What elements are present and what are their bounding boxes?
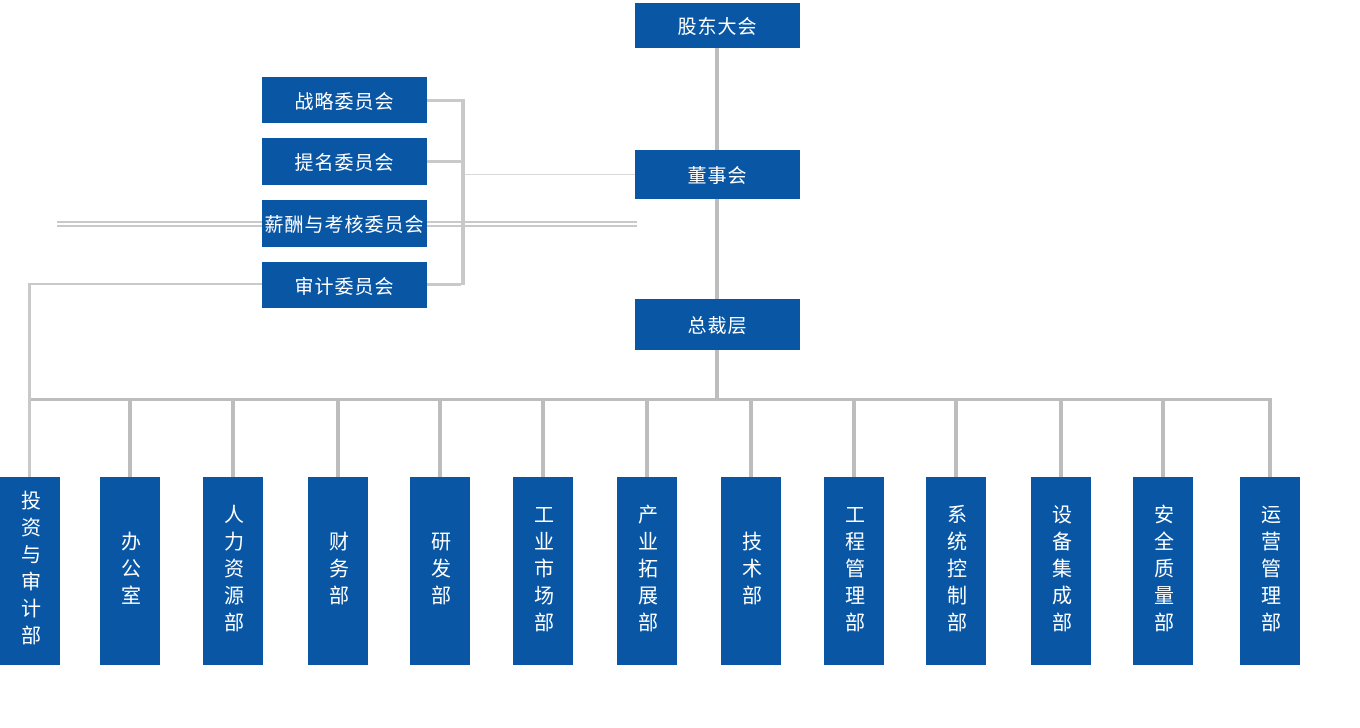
connector-dept-stub [128, 399, 132, 477]
node-label: 董事会 [687, 165, 748, 187]
node-dept-finance: 财务部 [308, 477, 368, 665]
node-board-of-directors: 董事会 [635, 150, 800, 199]
node-dept-investment-audit: 投资与审计部 [0, 477, 60, 665]
connector-dept-stub [336, 399, 340, 477]
connector-remuneration-right-bottom [427, 225, 637, 227]
node-label: 设备集成部 [1048, 503, 1073, 639]
node-dept-safety-quality: 安全质量部 [1133, 477, 1193, 665]
connector-committees-board [465, 174, 635, 175]
node-dept-human-resources: 人力资源部 [203, 477, 263, 665]
connector-dept-stub [1268, 399, 1272, 477]
node-label: 总裁层 [687, 315, 748, 337]
connector-president-trunk [715, 350, 719, 398]
node-dept-office: 办公室 [100, 477, 160, 665]
node-strategy-committee: 战略委员会 [262, 77, 427, 123]
connector-dept-stub [645, 399, 649, 477]
node-remuneration-committee: 薪酬与考核委员会 [262, 200, 427, 247]
node-dept-operations-management: 运营管理部 [1240, 477, 1300, 665]
node-dept-system-control: 系统控制部 [926, 477, 986, 665]
node-label: 工业市场部 [530, 503, 555, 639]
connector-dept-stub [231, 399, 235, 477]
node-label: 安全质量部 [1150, 503, 1175, 639]
node-dept-technology: 技术部 [721, 477, 781, 665]
node-president-level: 总裁层 [635, 299, 800, 350]
node-label: 股东大会 [677, 16, 758, 38]
connector-dept-stub [1161, 399, 1165, 477]
node-label: 运营管理部 [1257, 503, 1282, 639]
node-label: 审计委员会 [294, 275, 395, 298]
connector-dept-stub [749, 399, 753, 477]
node-label: 研发部 [427, 530, 452, 612]
node-label: 投资与审计部 [17, 490, 42, 652]
node-label: 财务部 [325, 530, 350, 612]
node-dept-equipment-integration: 设备集成部 [1031, 477, 1091, 665]
node-audit-committee: 审计委员会 [262, 262, 427, 308]
connector-audit-stub [427, 283, 461, 286]
connector-dept-stub [541, 399, 545, 477]
node-shareholders-meeting: 股东大会 [635, 3, 800, 48]
connector-nomination-stub [427, 160, 461, 163]
node-nomination-committee: 提名委员会 [262, 138, 427, 185]
connector-main-horizontal [29, 398, 1272, 401]
connector-dept-stub [438, 399, 442, 477]
connector-strategy-stub [427, 99, 461, 102]
node-label: 产业拓展部 [634, 503, 659, 639]
connector-dept-stub [1059, 399, 1063, 477]
node-label: 技术部 [738, 530, 763, 612]
node-dept-rnd: 研发部 [410, 477, 470, 665]
node-label: 办公室 [117, 530, 142, 612]
node-dept-engineering-management: 工程管理部 [824, 477, 884, 665]
connector-dept-stub [954, 399, 958, 477]
node-label: 工程管理部 [841, 503, 866, 639]
node-label: 系统控制部 [943, 503, 968, 639]
connector-remuneration-left-bottom [57, 225, 262, 227]
connector-dept-stub [852, 399, 856, 477]
connector-remuneration-left-top [57, 221, 262, 223]
node-label: 战略委员会 [294, 90, 395, 113]
connector-board-president [715, 199, 719, 299]
node-label: 提名委员会 [294, 152, 395, 174]
node-dept-industrial-market: 工业市场部 [513, 477, 573, 665]
connector-committee-bus [461, 99, 465, 285]
node-dept-industry-expansion: 产业拓展部 [617, 477, 677, 665]
connector-audit-left [29, 283, 262, 285]
connector-remuneration-right-top [427, 221, 637, 223]
node-label: 人力资源部 [220, 503, 245, 639]
node-label: 薪酬与考核委员会 [264, 214, 425, 236]
connector-audit-dept1 [28, 283, 31, 477]
connector-shareholders-board [715, 48, 719, 150]
